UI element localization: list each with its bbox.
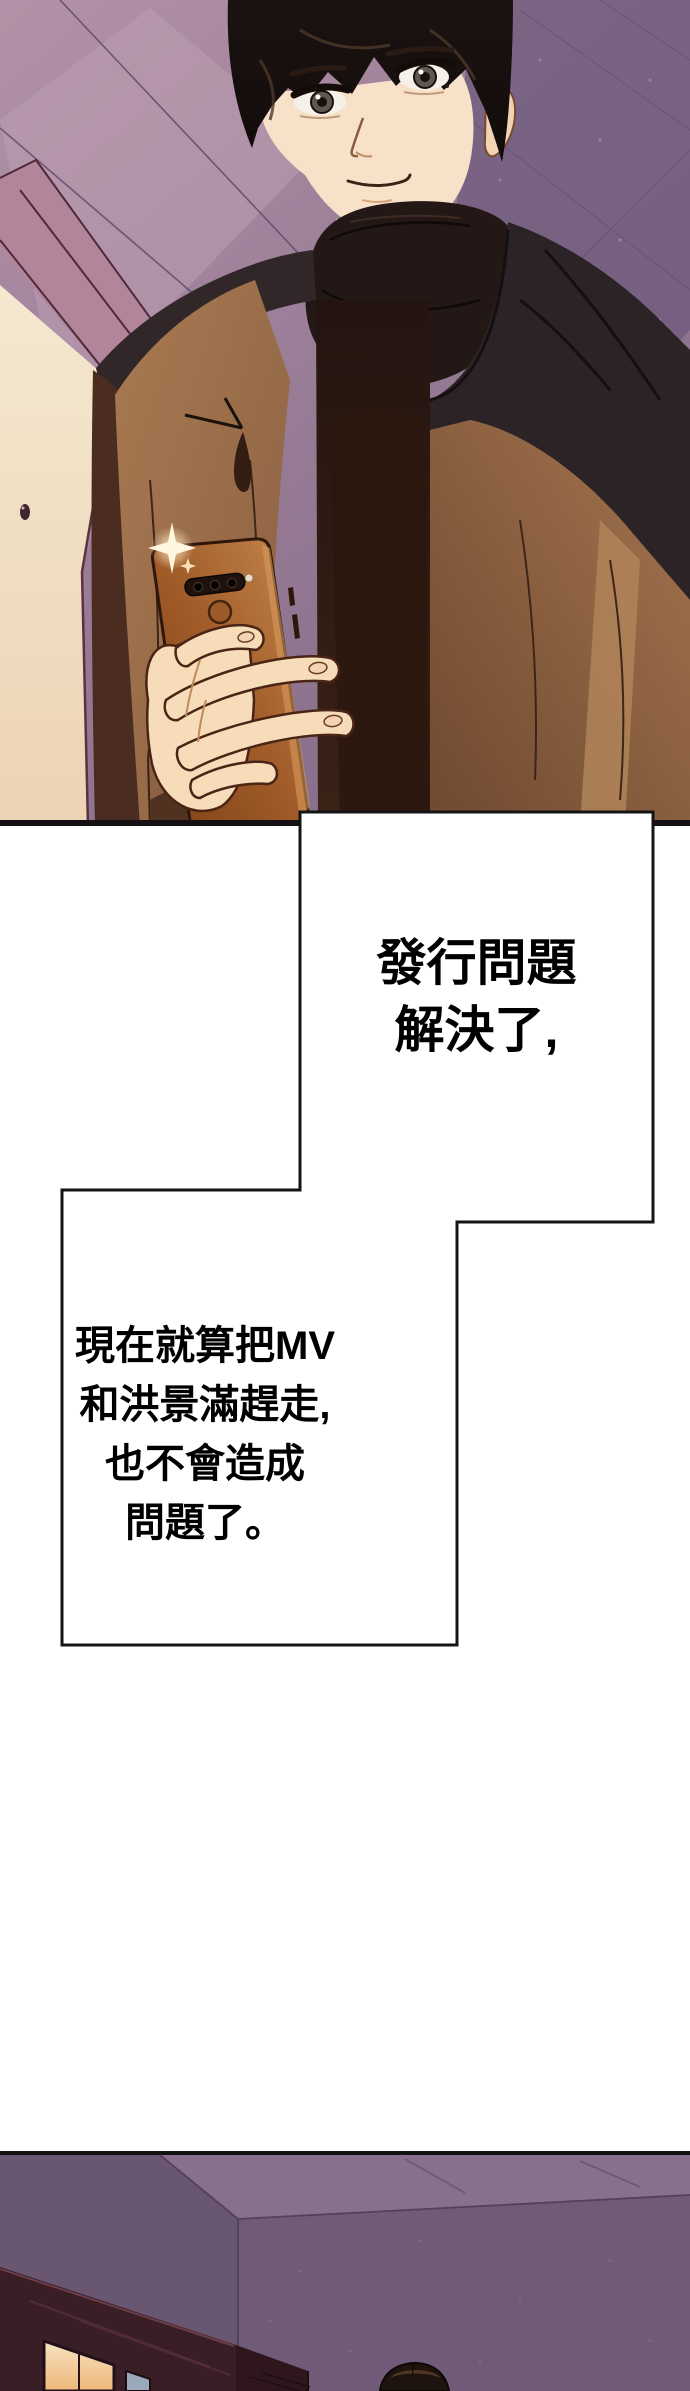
fingernails bbox=[237, 631, 343, 728]
mole bbox=[445, 84, 449, 88]
lapel-lines bbox=[184, 397, 244, 430]
wall-speckles bbox=[268, 2239, 652, 2363]
ceiling-lines bbox=[159, 2154, 690, 2391]
door-panel bbox=[0, 285, 114, 826]
window-pane bbox=[125, 2369, 151, 2391]
door-frame bbox=[0, 158, 174, 826]
door-keyhole bbox=[20, 504, 30, 520]
bubble-line: 解決了, bbox=[394, 1002, 559, 1058]
bubble-line: 和洪景滿趕走, bbox=[79, 1383, 331, 1427]
bubble-line: 發行問題 bbox=[376, 935, 577, 991]
speech-bubble-outline bbox=[60, 810, 655, 1647]
mouth bbox=[346, 173, 412, 187]
bubble-line: 現在就算把MV bbox=[75, 1324, 335, 1368]
panel-border bbox=[0, 2151, 690, 2155]
left-eye bbox=[290, 83, 352, 119]
phone-fingerprint-sensor bbox=[207, 599, 233, 625]
door-frame bbox=[0, 2267, 311, 2391]
hair-highlights bbox=[258, 28, 477, 121]
head-silhouette bbox=[378, 2361, 451, 2391]
sparkle-icon bbox=[148, 522, 196, 574]
right-eye bbox=[394, 57, 456, 95]
phone-camera bbox=[184, 572, 246, 597]
speech-bubble-1-text: 發行問題 解決了, bbox=[300, 930, 653, 1064]
bottom-panel-illustration bbox=[0, 2151, 690, 2391]
ceiling bbox=[160, 2155, 690, 2219]
phone-flash bbox=[244, 573, 254, 583]
nose bbox=[350, 117, 365, 158]
hand bbox=[145, 624, 355, 813]
top-panel bbox=[0, 0, 690, 826]
character-man bbox=[91, 0, 690, 826]
bottom-panel bbox=[0, 2151, 690, 2391]
bubble-line: 問題了。 bbox=[125, 1501, 285, 1545]
speech-bubble-2-text: 現在就算把MV 和洪景滿趕走, 也不會造成 問題了。 bbox=[65, 1317, 345, 1553]
speech-bubbles bbox=[60, 810, 655, 1647]
top-panel-illustration bbox=[0, 0, 690, 826]
bubble-line: 也不會造成 bbox=[105, 1442, 305, 1486]
eyebrows bbox=[289, 46, 455, 77]
